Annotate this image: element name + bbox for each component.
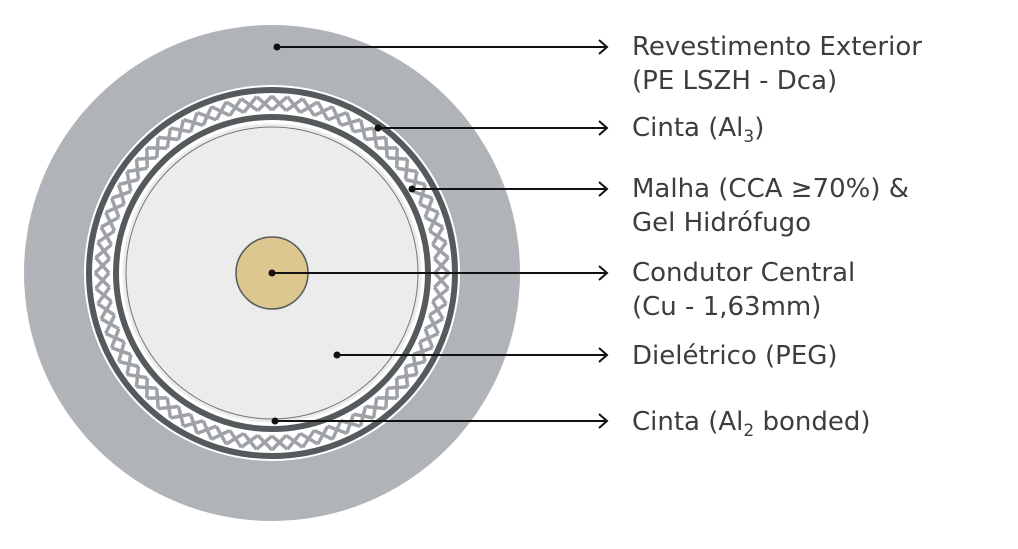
braid-strand: [165, 397, 173, 419]
braid-strand: [104, 314, 117, 335]
braid-strand: [423, 197, 435, 218]
braid-strand: [387, 385, 408, 391]
braid-strand: [196, 110, 217, 122]
braid-strand: [299, 432, 319, 446]
leader-arrow: [408, 181, 609, 197]
braid-strand: [183, 118, 204, 127]
braid-strand: [111, 189, 132, 200]
braid-strand: [126, 166, 148, 174]
braid-strand: [432, 241, 448, 260]
braid-strand: [433, 256, 450, 275]
braid-strand: [188, 413, 199, 434]
braid-strand: [256, 434, 274, 452]
braid-strand: [228, 429, 243, 449]
braid-strand: [353, 412, 374, 420]
braid-strand: [358, 119, 368, 140]
braid-strand: [313, 428, 334, 441]
braid-strand: [94, 271, 111, 290]
braid-strand: [242, 432, 258, 451]
braid-strand: [210, 105, 231, 118]
braid-strand: [419, 331, 440, 344]
label-line: (Cu - 1,63mm): [632, 292, 822, 322]
label-outer-jacket: Revestimento Exterior (PE LSZH - Dca): [632, 30, 922, 98]
braid-strand: [412, 346, 433, 357]
leader-arrow: [268, 265, 609, 281]
braid-strand: [285, 433, 304, 449]
braid-strand: [428, 302, 448, 317]
braid-strand: [384, 137, 390, 158]
braid-strand: [345, 112, 356, 133]
braid-strand: [365, 404, 386, 411]
braid-strand: [316, 101, 330, 121]
label-tape-al2: Cinta (Al2 bonded): [632, 405, 871, 448]
leader-arrow: [273, 39, 609, 55]
braid-strand: [136, 155, 157, 161]
label-text: ): [754, 113, 765, 143]
braid-strand: [93, 257, 111, 275]
braid-strand: [118, 177, 139, 187]
braid-strand: [99, 300, 113, 320]
braid-strand: [433, 271, 451, 289]
braid-strand: [125, 354, 133, 375]
label-braid: Malha (CCA ≥70%) & Gel Hidrófugo: [632, 172, 909, 240]
label-conductor: Condutor Central (Cu - 1,63mm): [632, 256, 855, 324]
braid-strand: [109, 328, 121, 349]
braid-strand: [327, 424, 348, 436]
braid-strand: [158, 135, 179, 142]
braid-strand: [96, 229, 116, 244]
braid-strand: [286, 95, 302, 114]
braid-strand: [270, 434, 289, 451]
braid-strand: [405, 359, 426, 369]
label-line: Gel Hidrófugo: [632, 208, 811, 238]
label-tape-al3: Cinta (Al3): [632, 111, 764, 154]
braid-strand: [431, 226, 445, 246]
label-line: Malha (CCA ≥70%) &: [632, 174, 910, 204]
braid-strand: [214, 425, 228, 445]
braid-strand: [154, 388, 160, 409]
braid-strand: [424, 317, 444, 331]
label-dielectric: Dielétrico (PEG): [632, 339, 838, 373]
braid-strand: [225, 100, 245, 114]
braid-strand: [96, 286, 112, 305]
braid-strand: [100, 215, 120, 229]
leader-arrow: [374, 120, 609, 136]
braid-strand: [418, 184, 427, 205]
braid-strand: [403, 159, 410, 180]
braid-strand: [170, 126, 191, 134]
braid-strand: [255, 95, 274, 112]
braid-strand: [94, 243, 113, 259]
braid-strand: [431, 287, 450, 303]
braid-strand: [396, 372, 418, 380]
leader-arrow: [271, 413, 609, 429]
label-text: Cinta (Al: [632, 407, 744, 437]
braid-strand: [427, 211, 440, 232]
braid-strand: [176, 406, 186, 427]
label-subscript: 2: [743, 421, 755, 441]
braid-strand: [240, 97, 259, 113]
label-text: bonded): [754, 407, 871, 437]
label-line: Condutor Central: [632, 258, 856, 288]
leader-arrow: [333, 347, 609, 363]
braid-strand: [104, 202, 125, 215]
label-line: Dielétrico (PEG): [632, 341, 838, 371]
braid-strand: [301, 97, 316, 117]
braid-strand: [371, 127, 379, 149]
braid-strand: [134, 366, 141, 387]
label-line: Revestimento Exterior: [632, 32, 922, 62]
braid-strand: [270, 94, 288, 112]
label-text: Cinta (Al: [632, 113, 744, 143]
braid-strand: [201, 420, 214, 441]
braid-strand: [117, 341, 126, 362]
braid-strand: [330, 105, 343, 126]
label-line: (PE LSZH - Dca): [632, 66, 838, 96]
label-subscript: 3: [743, 127, 755, 147]
